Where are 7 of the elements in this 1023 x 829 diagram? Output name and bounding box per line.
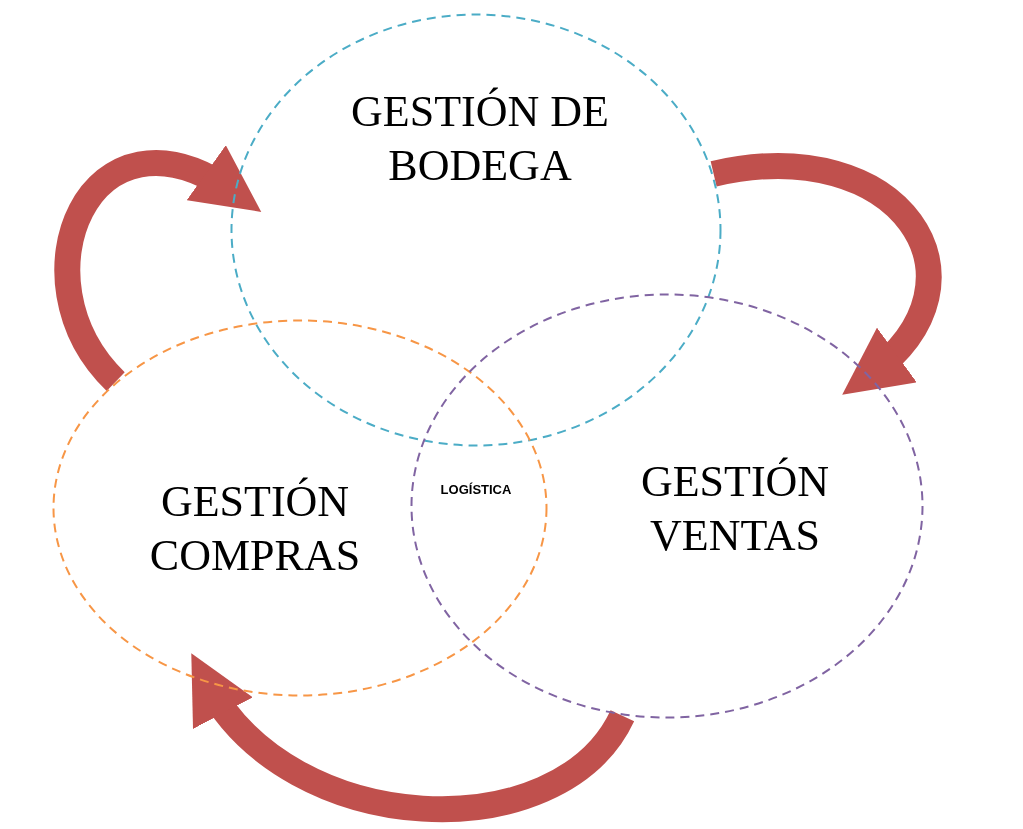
circle-title: GESTIÓN COMPRAS xyxy=(148,476,362,582)
circle-title: GESTIÓN DE BODEGA xyxy=(350,86,610,192)
circle-title: GESTIÓN VENTAS xyxy=(639,456,831,562)
curved-arrow xyxy=(711,153,942,398)
overlap-label: LOGÍSTICA xyxy=(439,481,513,499)
curved-arrow xyxy=(54,146,264,390)
curved-arrow xyxy=(188,655,634,822)
